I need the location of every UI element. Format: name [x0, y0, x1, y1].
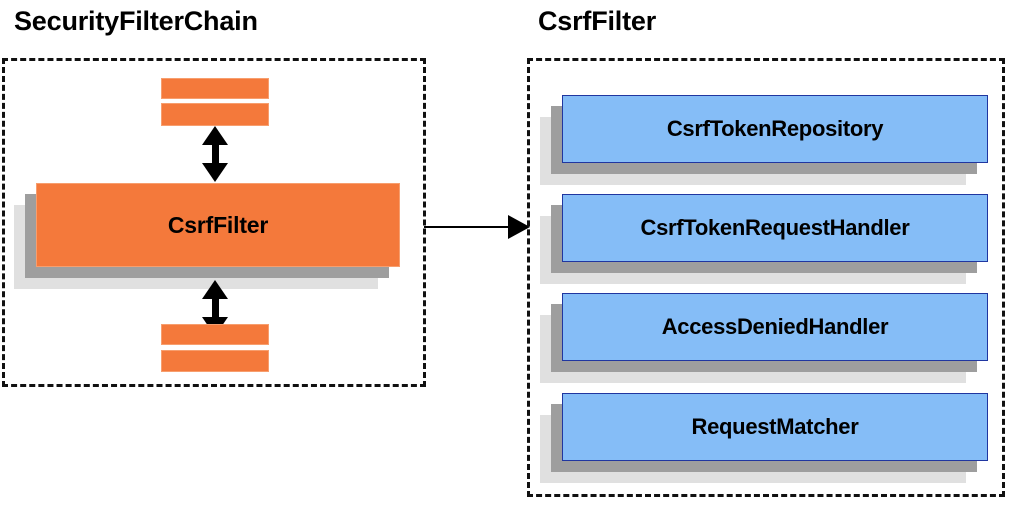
collaborator-label: RequestMatcher — [691, 414, 859, 439]
filter-slab-above-2 — [161, 103, 269, 126]
collaborator-face[interactable]: CsrfTokenRequestHandler — [562, 194, 988, 262]
collaborator-request-matcher[interactable]: RequestMatcher — [540, 393, 988, 483]
collaborator-access-denied-handler[interactable]: AccessDeniedHandler — [540, 293, 988, 383]
panel-title-csrf-filter: CsrfFilter — [538, 6, 657, 36]
collaborator-face[interactable]: AccessDeniedHandler — [562, 293, 988, 361]
filter-slab-below-2 — [161, 350, 269, 372]
arrow-down-head-upper — [202, 163, 228, 182]
csrf-filter-face[interactable]: CsrfFilter — [36, 183, 400, 267]
csrf-filter-label: CsrfFilter — [167, 211, 269, 238]
collaborator-face[interactable]: RequestMatcher — [562, 393, 988, 461]
filter-slab-above-1 — [161, 78, 269, 99]
filter-slab-below-1 — [161, 324, 269, 345]
panel-title-security-filter-chain: SecurityFilterChain — [14, 6, 258, 36]
csrf-filter-component[interactable]: CsrfFilter — [14, 183, 400, 289]
collaborator-label: CsrfTokenRequestHandler — [640, 215, 910, 240]
collaborator-label: AccessDeniedHandler — [661, 314, 889, 339]
arrow-shaft-upper — [211, 142, 219, 166]
collaborator-label: CsrfTokenRepository — [666, 116, 884, 141]
collaborator-csrf-token-request-handler[interactable]: CsrfTokenRequestHandler — [540, 194, 988, 284]
arrow-shaft-lower — [211, 296, 219, 320]
arrow-up-head-upper — [202, 126, 228, 145]
arrow-up-head-lower — [202, 280, 228, 299]
collaborator-csrf-token-repository[interactable]: CsrfTokenRepository — [540, 95, 988, 185]
panel-security-filter-chain — [2, 58, 426, 387]
panel-csrf-filter-detail — [527, 58, 1005, 497]
cross-panel-arrow-shaft — [424, 226, 510, 228]
collaborator-face[interactable]: CsrfTokenRepository — [562, 95, 988, 163]
cross-panel-arrow-head — [508, 215, 530, 239]
